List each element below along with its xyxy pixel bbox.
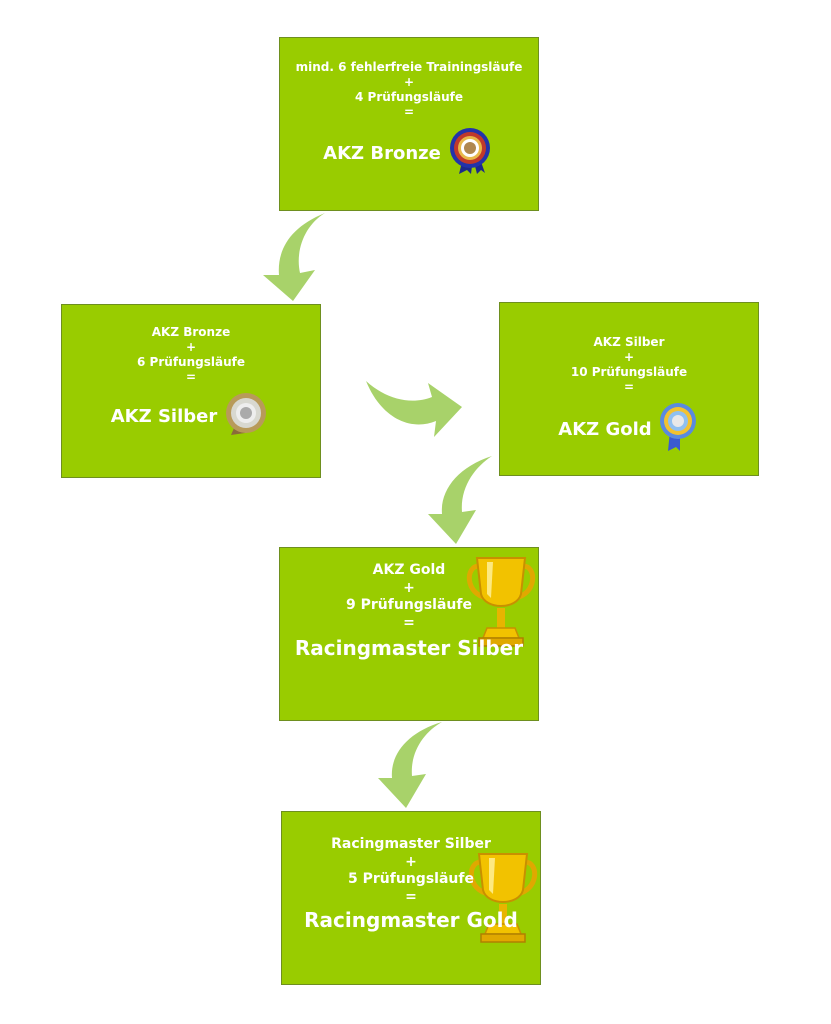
step-akz-silber: AKZ Bronze + 6 Prüfungsläufe = AKZ Silbe…: [61, 304, 321, 478]
plus-sign: +: [403, 579, 415, 596]
requirement-text: 9 Prüfungsläufe: [346, 597, 472, 613]
equals-sign: =: [403, 614, 415, 631]
requirement-text: AKZ Gold: [372, 562, 446, 578]
result-title: AKZ Gold: [558, 418, 652, 440]
requirement-text: 4 Prüfungsläufe: [355, 90, 463, 104]
equals-sign: =: [403, 105, 415, 119]
equals-sign: =: [405, 888, 417, 905]
silver-rosette-icon: [221, 391, 271, 441]
requirement-text: Racingmaster Silber: [331, 836, 491, 852]
plus-sign: +: [403, 75, 415, 89]
trophy-icon: [465, 554, 537, 658]
result-title: Racingmaster Silber: [294, 636, 524, 660]
arrow-gold-to-rm-silber: [428, 456, 492, 544]
trophy-icon: [467, 850, 539, 954]
arrow-silber-to-gold: [366, 381, 462, 437]
gold-rosette-icon: [656, 401, 700, 457]
plus-sign: +: [623, 350, 635, 364]
arrow-bronze-to-silber: [263, 213, 325, 301]
result-title: AKZ Bronze: [323, 142, 441, 164]
requirement-text: 5 Prüfungsläufe: [348, 871, 474, 887]
step-akz-gold: AKZ Silber + 10 Prüfungsläufe = AKZ Gold: [499, 302, 759, 476]
bronze-rosette-icon: [445, 126, 495, 180]
arrow-rm-silber-to-rm-gold: [378, 722, 442, 808]
step-racingmaster-silber: AKZ Gold + 9 Prüfungsläufe = Racingmaste…: [279, 547, 539, 721]
plus-sign: +: [405, 853, 417, 870]
step-akz-bronze: mind. 6 fehlerfreie Trainingsläufe + 4 P…: [279, 37, 539, 211]
requirement-text: mind. 6 fehlerfreie Trainingsläufe: [295, 60, 523, 74]
result-title: AKZ Silber: [110, 405, 218, 427]
equals-sign: =: [623, 380, 635, 394]
equals-sign: =: [185, 370, 197, 384]
result-title: Racingmaster Gold: [304, 908, 518, 932]
requirement-text: 10 Prüfungsläufe: [570, 365, 688, 379]
requirement-text: 6 Prüfungsläufe: [137, 355, 245, 369]
requirement-text: AKZ Bronze: [151, 325, 231, 339]
step-racingmaster-gold: Racingmaster Silber + 5 Prüfungsläufe = …: [281, 811, 541, 985]
plus-sign: +: [185, 340, 197, 354]
requirement-text: AKZ Silber: [593, 335, 665, 349]
